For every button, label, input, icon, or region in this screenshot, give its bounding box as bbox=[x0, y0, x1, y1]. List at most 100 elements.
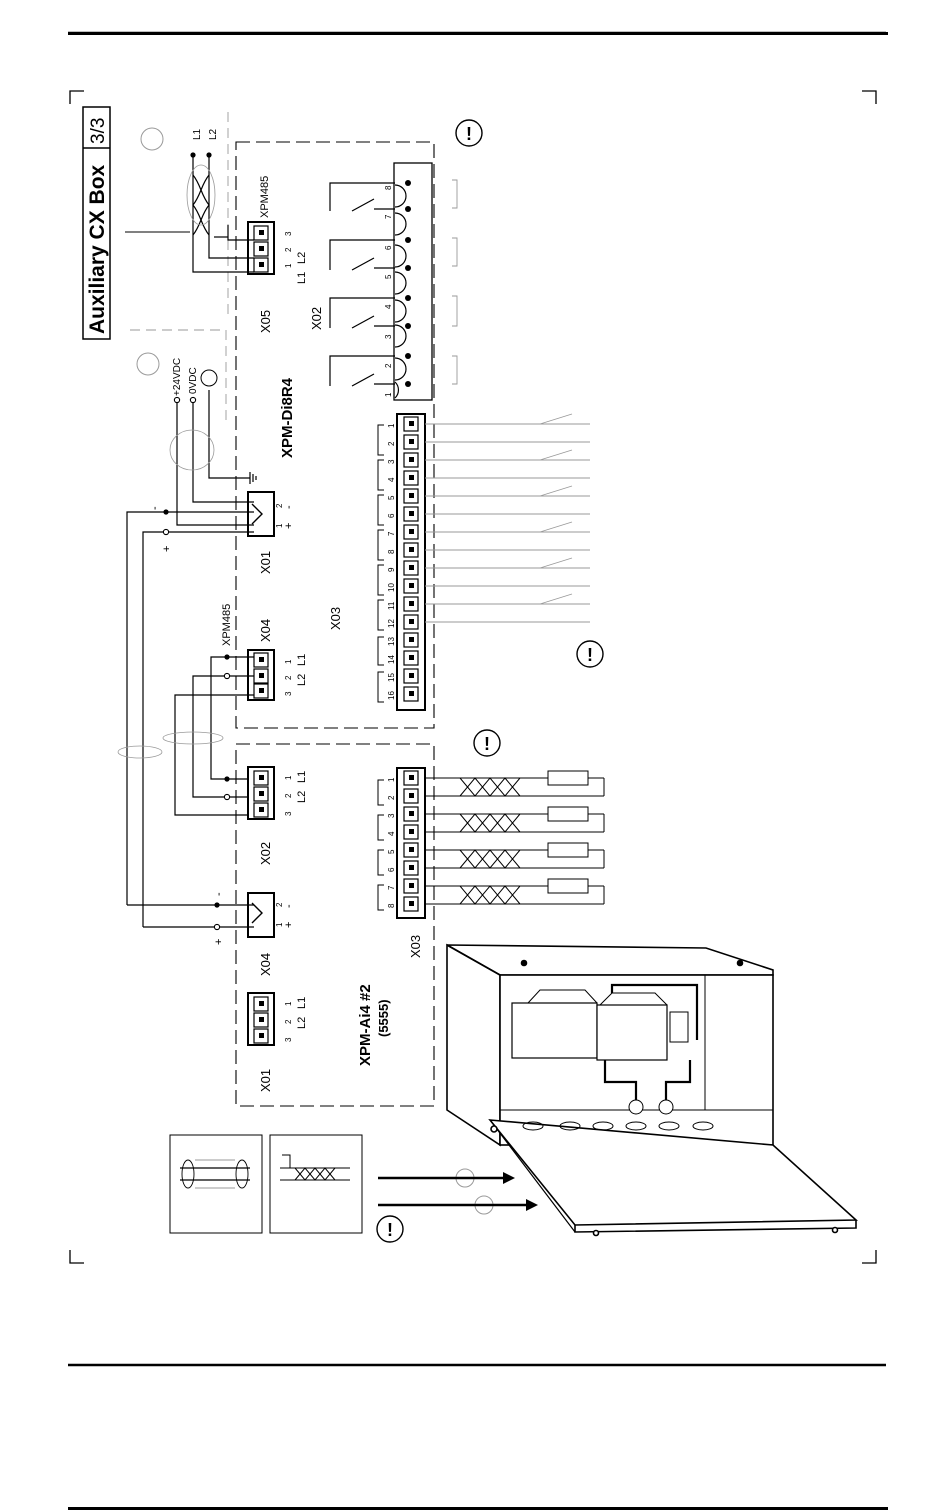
upper-x04-bus-label: XPM485 bbox=[221, 604, 233, 646]
svg-text:2: 2 bbox=[387, 795, 396, 800]
svg-text:!: ! bbox=[466, 124, 472, 144]
svg-text:7: 7 bbox=[387, 531, 396, 536]
svg-text:11: 11 bbox=[387, 601, 396, 610]
svg-text:3: 3 bbox=[284, 811, 293, 816]
lower-x04-connector bbox=[248, 893, 274, 937]
svg-text:6: 6 bbox=[387, 867, 396, 872]
svg-text:-: - bbox=[283, 904, 295, 908]
svg-text:L1: L1 bbox=[296, 272, 308, 284]
svg-text:7: 7 bbox=[387, 885, 396, 890]
svg-text:+: + bbox=[161, 546, 173, 552]
svg-text:+: + bbox=[283, 523, 295, 529]
legend-twisted-pair bbox=[270, 1135, 362, 1233]
title-block: Auxiliary CX Box 3/3 bbox=[83, 107, 110, 339]
lower-module-name: XPM-Ai4 #2 bbox=[357, 984, 374, 1066]
page-indicator: 3/3 bbox=[88, 118, 109, 144]
svg-text:L2: L2 bbox=[296, 252, 308, 264]
svg-text:4: 4 bbox=[384, 304, 393, 309]
svg-text:+: + bbox=[213, 939, 225, 945]
svg-text:3: 3 bbox=[387, 813, 396, 818]
svg-text:14: 14 bbox=[387, 655, 396, 664]
svg-text:L1: L1 bbox=[296, 997, 308, 1009]
svg-text:3: 3 bbox=[284, 691, 293, 696]
x05-label: X05 bbox=[258, 310, 273, 333]
warning-icon: ! bbox=[377, 1216, 403, 1242]
lower-x04-label: X04 bbox=[258, 953, 273, 976]
svg-text:4: 4 bbox=[387, 831, 396, 836]
x05-bus-label: XPM485 bbox=[259, 176, 271, 218]
svg-text:5: 5 bbox=[387, 849, 396, 854]
svg-text:L2: L2 bbox=[296, 674, 308, 686]
svg-text:1: 1 bbox=[284, 1001, 293, 1006]
svg-text:3: 3 bbox=[387, 459, 396, 464]
svg-text:6: 6 bbox=[384, 245, 393, 250]
svg-text:2: 2 bbox=[284, 793, 293, 798]
relay-output-connector bbox=[394, 163, 432, 400]
svg-text:L2: L2 bbox=[296, 791, 308, 803]
upper-x02-label: X02 bbox=[309, 307, 324, 330]
svg-text:L2: L2 bbox=[208, 128, 219, 140]
page-title: Auxiliary CX Box bbox=[86, 164, 109, 334]
svg-text:1: 1 bbox=[284, 659, 293, 664]
wiring-diagram: Auxiliary CX Box 3/3 ! ! ! ! bbox=[0, 0, 950, 1398]
svg-text:!: ! bbox=[387, 1220, 393, 1240]
svg-text:16: 16 bbox=[387, 691, 396, 700]
svg-text:1: 1 bbox=[284, 263, 293, 268]
svg-text:L1: L1 bbox=[296, 771, 308, 783]
svg-text:3: 3 bbox=[284, 231, 293, 236]
svg-text:10: 10 bbox=[387, 583, 396, 592]
svg-text:9: 9 bbox=[387, 567, 396, 572]
supply-24vdc-label: +24VDC bbox=[172, 358, 183, 396]
lower-x03-connector bbox=[397, 768, 425, 918]
svg-text:3: 3 bbox=[384, 334, 393, 339]
manual-page: Auxiliary CX Box 3/3 ! ! ! ! bbox=[0, 0, 950, 1398]
svg-text:8: 8 bbox=[387, 549, 396, 554]
x05-connector bbox=[248, 222, 274, 274]
svg-text:-: - bbox=[149, 506, 161, 510]
svg-text:12: 12 bbox=[387, 619, 396, 628]
svg-text:L2: L2 bbox=[296, 1017, 308, 1029]
lower-x01-connector bbox=[248, 993, 274, 1045]
upper-module-name: XPM-Di8R4 bbox=[279, 377, 296, 458]
svg-text:13: 13 bbox=[387, 637, 396, 646]
warning-icon: ! bbox=[577, 641, 603, 667]
svg-text:2: 2 bbox=[284, 1019, 293, 1024]
svg-text:8: 8 bbox=[384, 185, 393, 190]
legend-shielded-cable bbox=[170, 1135, 262, 1233]
lower-x03-label: X03 bbox=[408, 935, 423, 958]
upper-x03-connector bbox=[397, 414, 425, 710]
svg-text:2: 2 bbox=[284, 675, 293, 680]
upper-x03-label: X03 bbox=[328, 607, 343, 630]
svg-text:1: 1 bbox=[387, 423, 396, 428]
lower-x02-connector bbox=[248, 767, 274, 819]
svg-text:-: - bbox=[283, 505, 295, 509]
svg-text:L1: L1 bbox=[296, 654, 308, 666]
upper-x04-label: X04 bbox=[258, 619, 273, 642]
lower-module-code: (5555) bbox=[376, 999, 391, 1037]
svg-text:5: 5 bbox=[387, 495, 396, 500]
lower-x01-label: X01 bbox=[258, 1069, 273, 1092]
svg-text:2: 2 bbox=[387, 441, 396, 446]
svg-text:5: 5 bbox=[384, 274, 393, 279]
svg-text:2: 2 bbox=[384, 363, 393, 368]
svg-text:6: 6 bbox=[387, 513, 396, 518]
svg-text:7: 7 bbox=[384, 214, 393, 219]
upper-x01-label: X01 bbox=[258, 551, 273, 574]
svg-text:8: 8 bbox=[387, 903, 396, 908]
reference-circle bbox=[137, 353, 159, 375]
warning-icon: ! bbox=[456, 120, 482, 146]
svg-text:!: ! bbox=[484, 734, 490, 754]
svg-text:3: 3 bbox=[284, 1037, 293, 1042]
reference-circle bbox=[141, 128, 163, 150]
svg-text:-: - bbox=[213, 892, 225, 896]
top-rule bbox=[68, 32, 888, 35]
upper-x01-connector bbox=[248, 492, 274, 536]
svg-text:L1: L1 bbox=[192, 128, 203, 140]
svg-text:!: ! bbox=[587, 645, 593, 665]
supply-0vdc-label: 0VDC bbox=[188, 367, 199, 394]
svg-text:1: 1 bbox=[384, 392, 393, 397]
svg-text:1: 1 bbox=[284, 775, 293, 780]
enclosure-illustration bbox=[447, 945, 856, 1236]
svg-text:2: 2 bbox=[284, 247, 293, 252]
svg-text:4: 4 bbox=[387, 477, 396, 482]
